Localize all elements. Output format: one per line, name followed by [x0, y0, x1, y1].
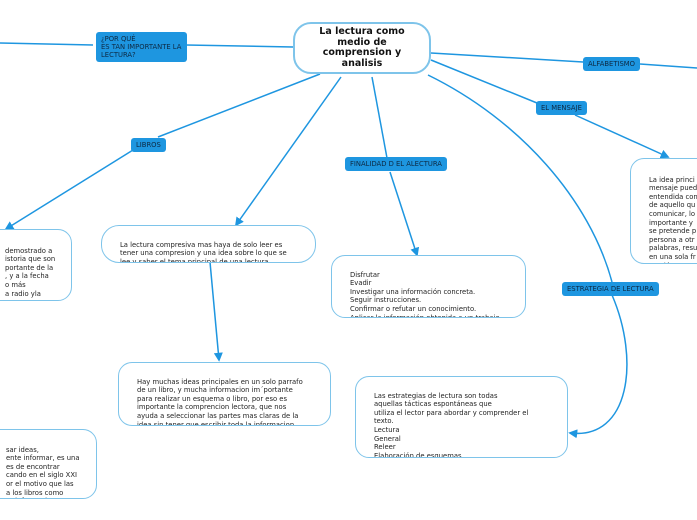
link-compresiva-ideas	[209, 261, 223, 362]
link-estrategia-node	[568, 294, 628, 439]
link-central-porque	[185, 44, 294, 48]
label-alfabetismo[interactable]: ALFABETISMO	[583, 57, 641, 71]
link-central-finalidad	[371, 76, 388, 159]
link-alfabetismo-right	[639, 63, 697, 69]
node-estrategia-text: Las estrategias de lectura son todas aqu…	[374, 391, 529, 458]
link-central-compresiva	[234, 76, 342, 227]
link-central-estrategia	[427, 74, 613, 283]
node-por-que-text: demostrado a istoria que son portante de…	[5, 246, 56, 298]
label-estrategia[interactable]: ESTRATEGIA DE LECTURA	[562, 282, 659, 296]
node-finalidad-text: Disfrutar Evadir Investigar una informac…	[350, 270, 502, 318]
node-lectura-compresiva-text: La lectura compresiva mas haya de solo l…	[120, 240, 287, 263]
link-central-libros	[157, 73, 321, 138]
node-mensaje[interactable]: La idea princi mensaje pued entendida co…	[630, 158, 697, 264]
link-mensaje-node	[574, 114, 670, 159]
node-ideas-principales[interactable]: Hay muchas ideas principales en un solo …	[118, 362, 331, 426]
node-bottom-left-text: sar ideas, ente informar, es una es de e…	[6, 445, 80, 498]
node-bottom-left[interactable]: sar ideas, ente informar, es una es de e…	[0, 429, 97, 499]
link-libros-node	[4, 149, 134, 230]
central-topic[interactable]: La lectura como medio de comprension y a…	[293, 22, 431, 74]
label-por-que[interactable]: ¿POR QUÉ ES TAN IMPORTANTE LA LECTURA?	[96, 32, 187, 62]
label-el-mensaje[interactable]: EL MENSAJE	[536, 101, 587, 115]
link-finalidad-node	[389, 171, 420, 257]
node-estrategia[interactable]: Las estrategias de lectura son todas aqu…	[355, 376, 568, 458]
label-finalidad[interactable]: FINALIDAD D EL ALECTURA	[345, 157, 447, 171]
link-central-mensaje	[430, 59, 538, 104]
node-por-que[interactable]: demostrado a istoria que son portante de…	[0, 229, 72, 301]
node-lectura-compresiva[interactable]: La lectura compresiva mas haya de solo l…	[101, 225, 316, 263]
link-central-alfabetismo	[430, 52, 584, 63]
central-topic-title: La lectura como medio de comprension y a…	[319, 26, 405, 69]
link-porque-left	[0, 42, 94, 46]
node-finalidad[interactable]: Disfrutar Evadir Investigar una informac…	[331, 255, 526, 318]
node-ideas-principales-text: Hay muchas ideas principales en un solo …	[137, 377, 303, 426]
node-mensaje-text: La idea princi mensaje pued entendida co…	[649, 175, 697, 263]
label-libros[interactable]: LIBROS	[131, 138, 166, 152]
